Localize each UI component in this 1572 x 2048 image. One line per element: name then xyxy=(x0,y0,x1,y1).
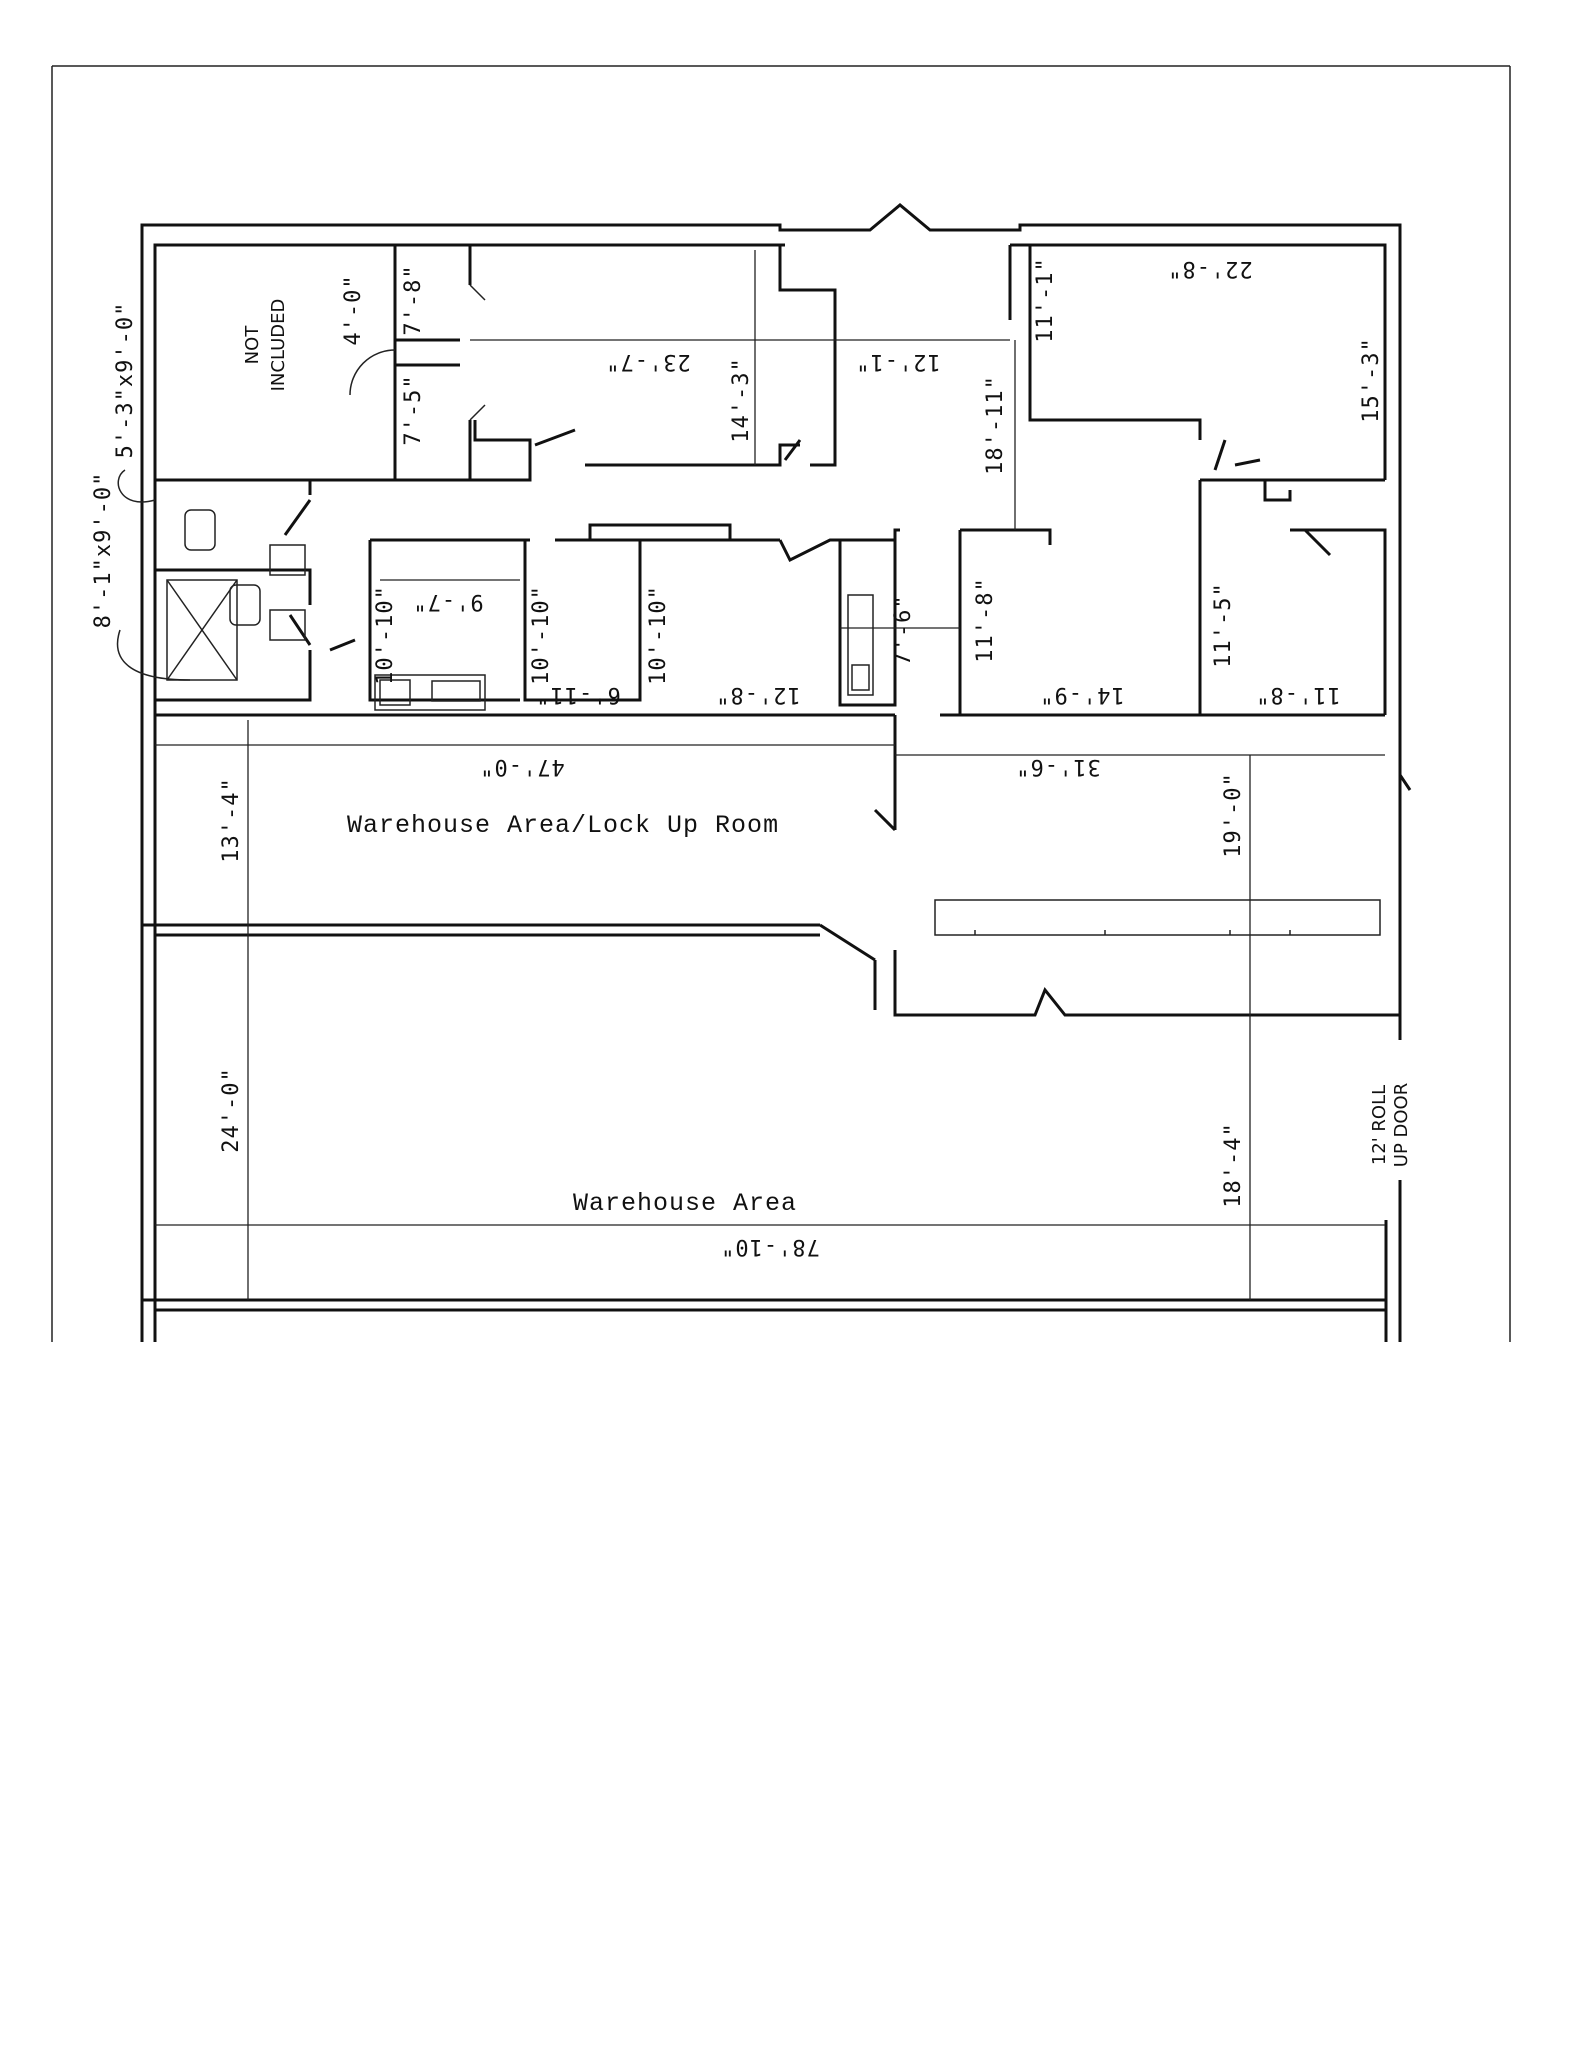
dim-18-11: 18'-11" xyxy=(983,375,1008,475)
warehouse-lower-walls xyxy=(142,1220,1388,1312)
dim-7-6: 7'-6" xyxy=(891,594,916,665)
dim-19-0: 19'-0" xyxy=(1221,772,1246,857)
dim-11-1: 11'-1" xyxy=(1033,257,1058,342)
dim-8-1x9-0: 8'-1"x9'-0" xyxy=(91,472,116,629)
dim-78-10: 78'-10" xyxy=(720,1234,820,1259)
dim-10-10-c: 10'-10" xyxy=(646,585,671,685)
warehouse-label: Warehouse Area xyxy=(573,1189,797,1218)
warehouse-lockup-walls xyxy=(142,745,1412,1017)
roll-door-label: 12' ROLL UP DOOR xyxy=(1369,1083,1412,1167)
dim-10-10-a: 10'-10" xyxy=(373,585,398,685)
dim-11-8-v: 11'-8" xyxy=(973,577,998,662)
dim-23-7: 23'-7" xyxy=(605,349,690,374)
dim-12-8: 12'-8" xyxy=(715,682,800,707)
dim-4-0: 4'-0" xyxy=(341,274,366,345)
roll-door-line1: 12' ROLL xyxy=(1369,1085,1390,1165)
dimension-lines xyxy=(116,250,1385,1300)
dim-11-8-h: 11'-8" xyxy=(1255,682,1340,707)
dim-12-1: 12'-1" xyxy=(855,349,940,374)
roll-door-line2: UP DOOR xyxy=(1391,1083,1412,1167)
dim-7-5: 7'-5" xyxy=(401,374,426,445)
dim-22-8: 22'-8" xyxy=(1167,256,1252,281)
dim-5-3x9-0: 5'-3"x9'-0" xyxy=(113,302,138,459)
not-included-label: NOT INCLUDED xyxy=(242,299,289,392)
dim-47-0: 47'-0" xyxy=(479,754,564,779)
warehouse-lockup-label: Warehouse Area/Lock Up Room xyxy=(347,811,779,840)
dimension-labels: 22'-8" 15'-3" 11'-1" 12'-1" 23'-7" 14'-3… xyxy=(91,256,1384,1259)
dim-15-3: 15'-3" xyxy=(1359,337,1384,422)
dim-24-0: 24'-0" xyxy=(219,1067,244,1152)
dim-31-6: 31'-6" xyxy=(1015,754,1100,779)
dim-14-3: 14'-3" xyxy=(729,357,754,442)
bathroom-fixtures xyxy=(166,509,306,681)
dim-7-8: 7'-8" xyxy=(401,264,426,335)
middle-offices xyxy=(155,478,1385,745)
not-included-line2: INCLUDED xyxy=(268,299,289,392)
upper-offices xyxy=(470,245,1387,715)
exterior-walls xyxy=(140,203,1402,1342)
not-included-room xyxy=(155,243,486,482)
dim-9-7: 9'-7" xyxy=(412,589,483,614)
dim-13-4: 13'-4" xyxy=(219,777,244,862)
sheet-border xyxy=(51,65,1511,1342)
not-included-line1: NOT xyxy=(242,325,263,365)
dim-18-4: 18'-4" xyxy=(1221,1122,1246,1207)
dim-14-9: 14'-9" xyxy=(1039,682,1124,707)
dim-10-10-b: 10'-10" xyxy=(529,585,554,685)
kitchen-fixtures xyxy=(374,594,874,711)
dim-6-11: 6'-11" xyxy=(535,682,620,707)
dim-11-5: 11'-5" xyxy=(1211,582,1236,667)
